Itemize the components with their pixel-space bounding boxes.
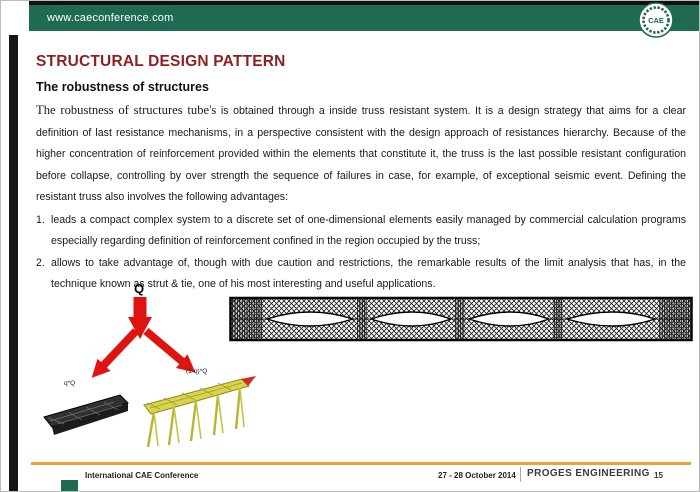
yellow-truss-model xyxy=(143,376,256,448)
footer-date: 27 - 28 October 2014 xyxy=(438,471,516,480)
footer-company: PROGES ENGINEERING xyxy=(527,468,650,479)
list-text: leads a compact complex system to a disc… xyxy=(51,213,686,248)
slide-title: STRUCTURAL DESIGN PATTERN xyxy=(36,53,286,70)
footer-conference: International CAE Conference xyxy=(85,471,199,480)
list-item: 1. leads a compact complex system to a d… xyxy=(36,210,686,253)
paragraph-rest: is obtained through a inside truss resis… xyxy=(36,105,686,203)
page-number: 15 xyxy=(654,471,663,480)
left-arrow-label: q*Q xyxy=(64,380,75,387)
down-arrow-icon xyxy=(128,297,152,339)
header-bar: www.caeconference.com xyxy=(29,5,699,31)
cae-logo-icon: CAE xyxy=(638,2,674,38)
slide-subtitle: The robustness of structures xyxy=(36,80,209,94)
right-arrow-label: (1-q)*Q xyxy=(186,368,207,375)
list-number: 1. xyxy=(36,213,45,226)
cae-logo: CAE xyxy=(637,1,675,39)
conference-url[interactable]: www.caeconference.com xyxy=(47,12,174,24)
load-split-diagram: Q q*Q (1-q)*Q xyxy=(43,281,256,448)
footer-divider xyxy=(31,462,691,465)
slide-content: STRUCTURAL DESIGN PATTERN The robustness… xyxy=(36,53,686,296)
top-border xyxy=(29,1,699,5)
right-arrow-icon xyxy=(143,327,196,373)
dark-truss-model xyxy=(43,394,129,435)
paragraph-lead: The robustness of structures tube's xyxy=(36,103,217,117)
truss-beam-figure xyxy=(229,296,693,342)
advantages-list: 1. leads a compact complex system to a d… xyxy=(36,210,686,296)
list-number: 2. xyxy=(36,256,45,269)
list-text: allows to take advantage of, though with… xyxy=(51,256,686,291)
load-label: Q xyxy=(134,281,144,296)
left-arrow-icon xyxy=(91,328,139,378)
footer-green-mark xyxy=(61,480,78,491)
left-accent-bar xyxy=(9,35,18,491)
footer-separator xyxy=(520,467,521,482)
cae-logo-text: CAE xyxy=(648,16,664,25)
list-item: 2. allows to take advantage of, though w… xyxy=(36,253,686,296)
truss-red-tip xyxy=(241,376,256,386)
body-paragraph: The robustness of structures tube's is o… xyxy=(36,100,686,209)
